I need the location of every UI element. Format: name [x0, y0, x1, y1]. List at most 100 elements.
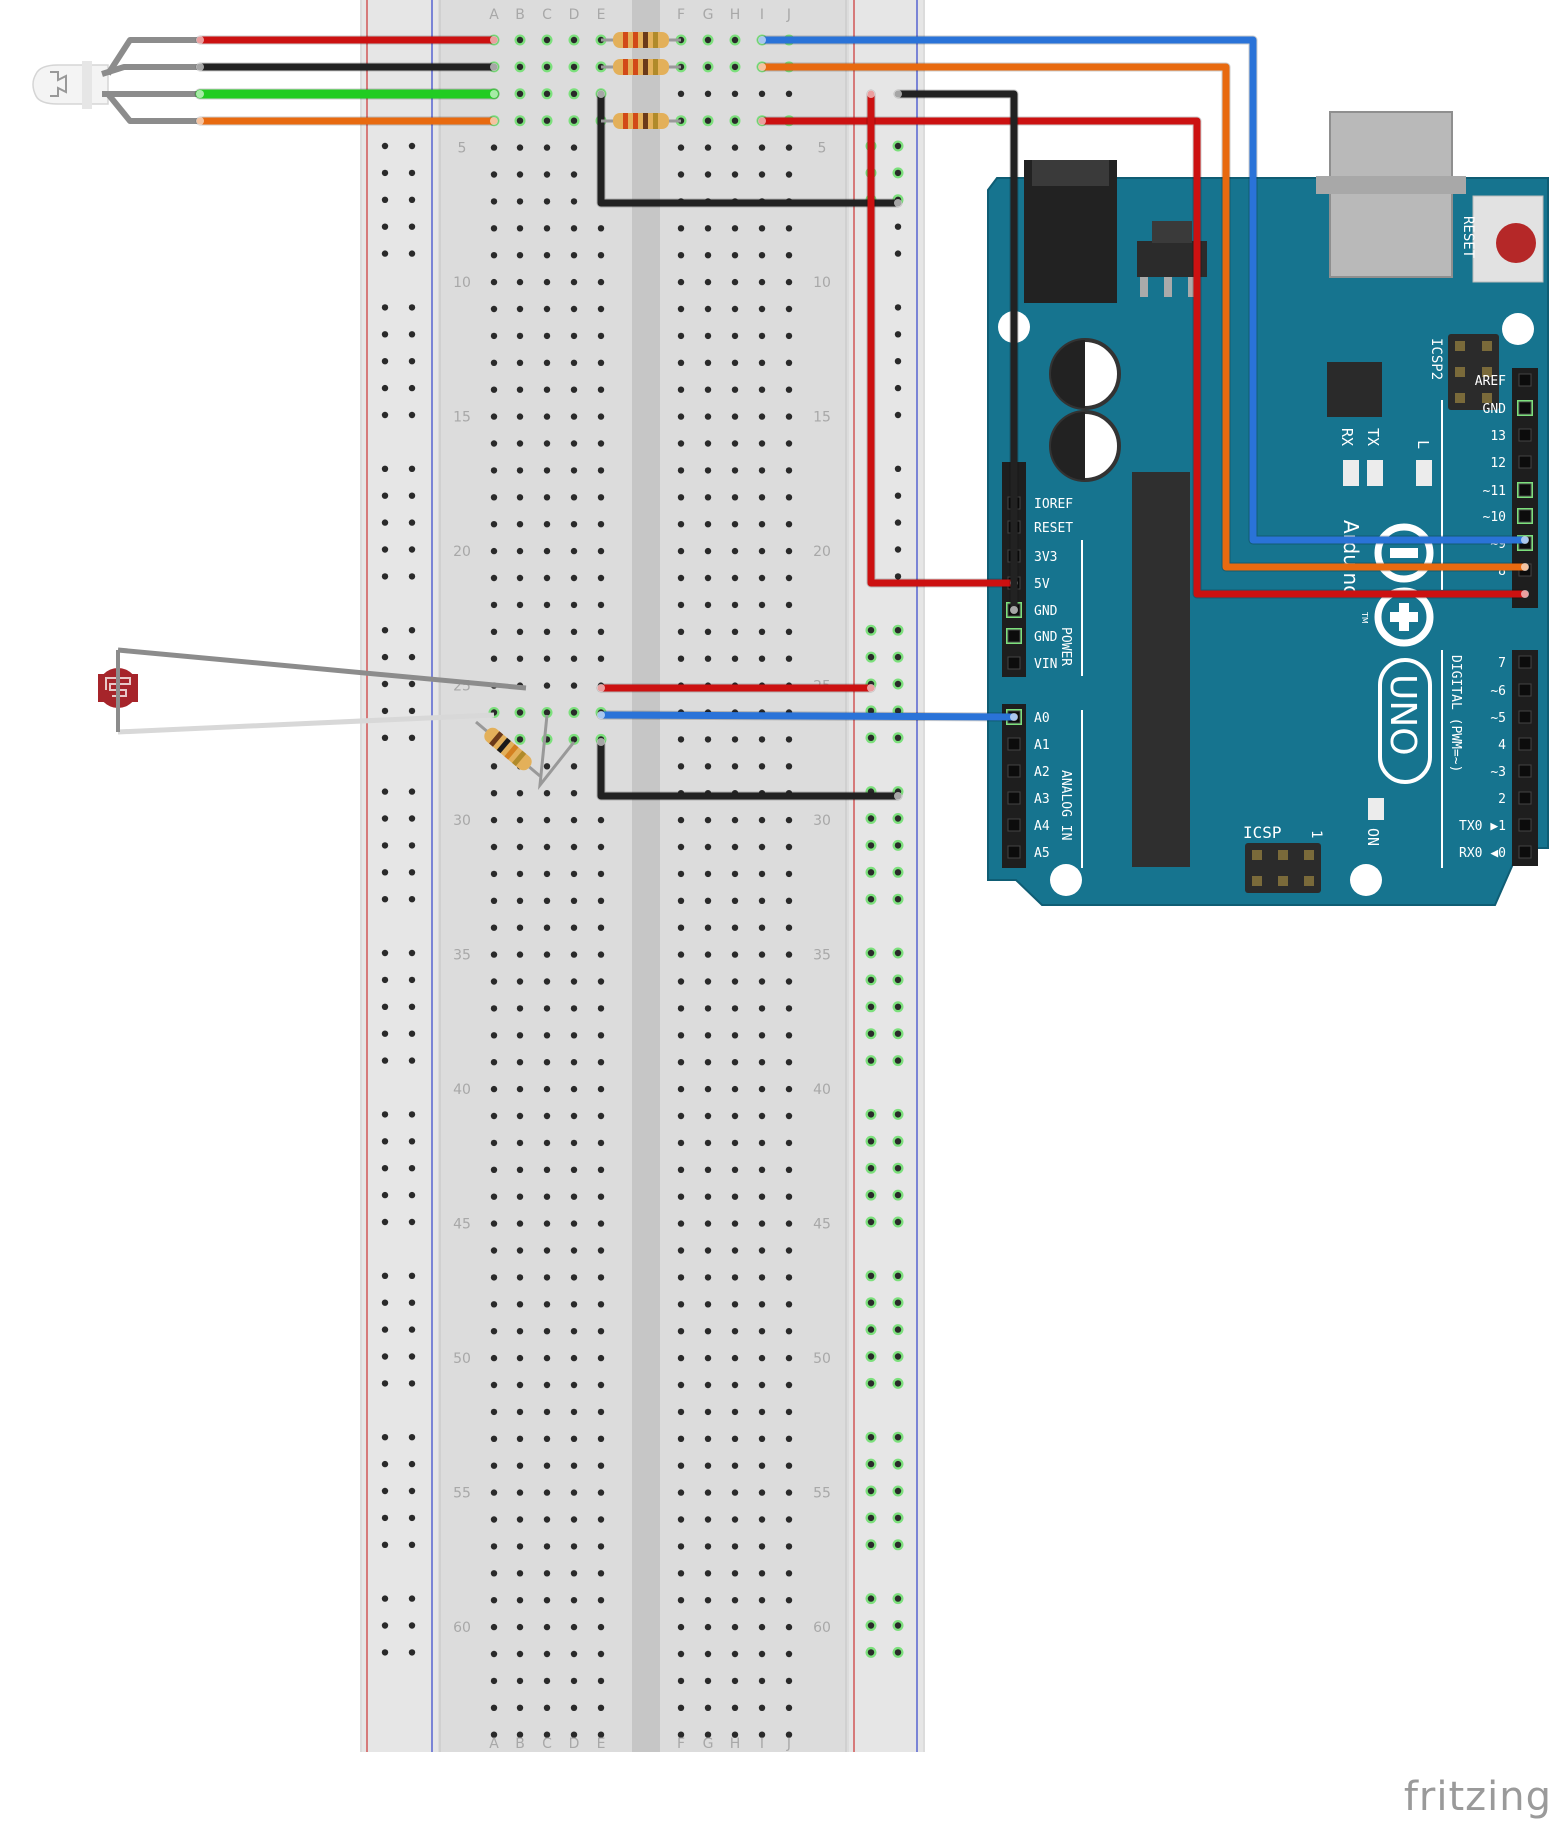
breadboard-hole	[570, 843, 578, 851]
breadboard-hole	[490, 413, 498, 420]
power-rail-hole	[381, 1030, 389, 1037]
breadboard-hole	[704, 816, 712, 824]
breadboard-hole	[597, 467, 605, 474]
breadboard-hole	[543, 1139, 551, 1147]
breadboard-hole	[597, 1059, 605, 1066]
breadboard-hole	[597, 1570, 605, 1577]
power-rail-hole	[894, 331, 902, 338]
breadboard-hole	[543, 440, 551, 447]
power-rail-hole	[867, 1138, 875, 1145]
breadboard-hole	[570, 736, 578, 743]
breadboard-hole	[731, 547, 739, 555]
breadboard-hole	[543, 1301, 551, 1308]
breadboard-hole	[758, 763, 766, 770]
breadboard-hole	[704, 1650, 712, 1658]
power-rail-hole	[381, 411, 389, 419]
breadboard-hole	[758, 1005, 766, 1012]
breadboard-hole	[490, 1059, 498, 1066]
row-number: 15	[453, 410, 471, 426]
header-pin	[1482, 393, 1492, 403]
breadboard-hole	[543, 1462, 551, 1469]
breadboard-hole	[543, 1032, 551, 1039]
breadboard-hole	[704, 467, 712, 474]
breadboard-hole	[785, 574, 793, 582]
breadboard-hole	[704, 1597, 712, 1604]
breadboard-hole	[570, 1597, 578, 1604]
breadboard-hole	[758, 494, 766, 501]
power-pin-label: IOREF	[1034, 497, 1073, 512]
wire-black-gnd-rail	[597, 90, 902, 207]
resistor-band	[653, 59, 658, 75]
resistor-band	[653, 113, 658, 129]
breadboard-hole	[785, 1139, 793, 1147]
breadboard-hole	[758, 978, 766, 985]
header-pin	[1304, 850, 1314, 860]
breadboard-hole	[785, 90, 793, 98]
resistor	[613, 113, 669, 129]
breadboard-hole	[570, 171, 578, 178]
breadboard-hole	[570, 1328, 578, 1335]
capacitor-2	[1049, 410, 1121, 482]
resistor-band	[623, 113, 628, 129]
breadboard-hole	[490, 494, 498, 501]
wire-red-ldr-end	[597, 684, 605, 692]
breadboard-hole	[516, 1543, 524, 1550]
breadboard-hole	[731, 1085, 739, 1093]
column-letter: D	[569, 1736, 580, 1752]
row-number: 55	[453, 1486, 471, 1502]
power-rail-hole	[381, 492, 389, 499]
led-label-l: L	[1414, 440, 1432, 449]
breadboard-hole	[677, 440, 685, 447]
breadboard-hole	[758, 897, 766, 904]
breadboard-hole	[731, 225, 739, 232]
breadboard-hole	[704, 1570, 712, 1577]
breadboard-hole	[758, 1435, 766, 1443]
header-pin	[1518, 483, 1532, 497]
breadboard-hole	[677, 897, 685, 904]
breadboard-hole	[490, 924, 498, 931]
power-rail-hole	[867, 1434, 875, 1441]
breadboard-hole	[785, 897, 793, 904]
row-number: 10	[813, 275, 831, 291]
header-pin	[1455, 367, 1465, 377]
power-rail-hole	[381, 976, 389, 984]
power-rail-hole	[408, 1030, 416, 1037]
power-rail-hole	[408, 1460, 416, 1468]
wire-black-gnd-end	[894, 90, 902, 98]
reset-button[interactable]	[1472, 195, 1544, 283]
icsp-label: ICSP	[1243, 823, 1282, 842]
power-rail-hole	[408, 384, 416, 392]
power-rail-hole	[381, 573, 389, 580]
breadboard-hole	[490, 1543, 498, 1550]
led-leg	[105, 92, 200, 124]
power-rail-hole	[381, 896, 389, 903]
breadboard-hole	[490, 1032, 498, 1039]
breadboard-hole	[597, 924, 605, 931]
power-rail-hole	[894, 1622, 902, 1629]
led-label-tx: TX	[1364, 428, 1382, 446]
breadboard-hole	[570, 1112, 578, 1120]
breadboard-hole	[570, 1274, 578, 1281]
breadboard-hole	[597, 1677, 605, 1685]
breadboard-hole	[543, 951, 551, 958]
breadboard-hole	[785, 278, 793, 286]
breadboard-hole	[570, 682, 578, 689]
breadboard-hole	[677, 1650, 685, 1658]
power-rail-hole	[408, 1649, 416, 1656]
power-rail-hole	[381, 1622, 389, 1629]
breadboard-hole	[543, 601, 551, 609]
row-number: 10	[453, 275, 471, 291]
breadboard-hole	[543, 1435, 551, 1443]
fritzing-watermark: fritzing	[1403, 1774, 1552, 1820]
breadboard-hole	[490, 1650, 498, 1658]
breadboard-hole	[731, 951, 739, 958]
power-rail-hole	[894, 1272, 902, 1280]
breadboard-hole	[677, 1597, 685, 1604]
led-l	[1416, 460, 1432, 486]
breadboard-hole	[785, 1704, 793, 1712]
power-rail-hole	[894, 1111, 902, 1118]
breadboard-hole	[597, 655, 605, 662]
breadboard-hole	[570, 252, 578, 259]
breadboard-hole	[516, 1193, 524, 1200]
